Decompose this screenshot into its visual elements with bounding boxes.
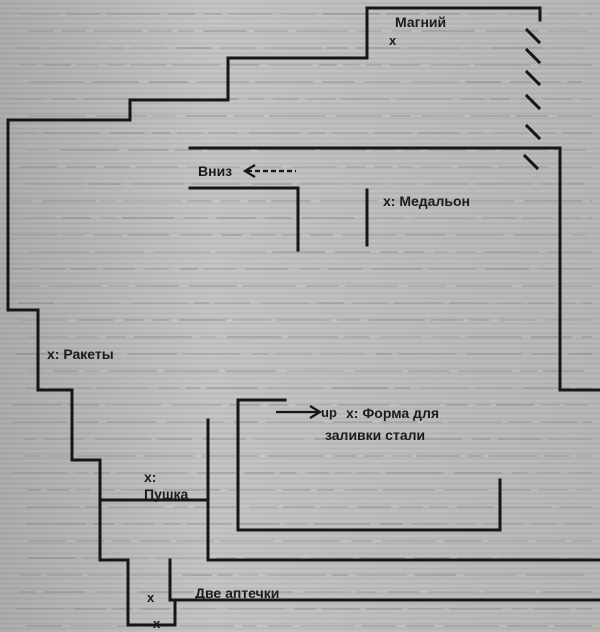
label-rockets: x: Ракеты xyxy=(47,346,114,362)
label-steel-mold-2: заливки стали xyxy=(325,427,425,443)
label-magnesium: Магний xyxy=(395,14,446,30)
label-medkits: Две аптечки xyxy=(195,585,279,601)
outer-wall-top xyxy=(365,6,542,22)
mark-medkits: x xyxy=(147,590,155,605)
wall-medkits-room xyxy=(126,598,177,627)
label-steel-mold-1: x: Форма для xyxy=(346,405,439,421)
dashed-wall-right xyxy=(522,27,542,171)
wall-right-room xyxy=(498,146,600,392)
label-down: Вниз xyxy=(198,163,232,179)
arrow-down xyxy=(242,164,296,178)
map-walls xyxy=(6,6,600,627)
background-text-lines xyxy=(10,13,592,627)
wall-lower-right xyxy=(168,558,600,602)
outer-wall-left xyxy=(6,6,369,627)
label-medallion: x: Медальон xyxy=(383,193,470,209)
mark-magnesium: x xyxy=(389,33,397,48)
label-cannon: Пушка xyxy=(144,486,189,502)
mark-exit: x xyxy=(153,616,161,631)
wall-up-corridor-inner xyxy=(206,418,600,562)
mark-cannon: x: xyxy=(144,469,156,485)
wall-up-corridor xyxy=(236,398,502,532)
label-up: up xyxy=(321,405,337,420)
arrow-up xyxy=(276,405,323,419)
